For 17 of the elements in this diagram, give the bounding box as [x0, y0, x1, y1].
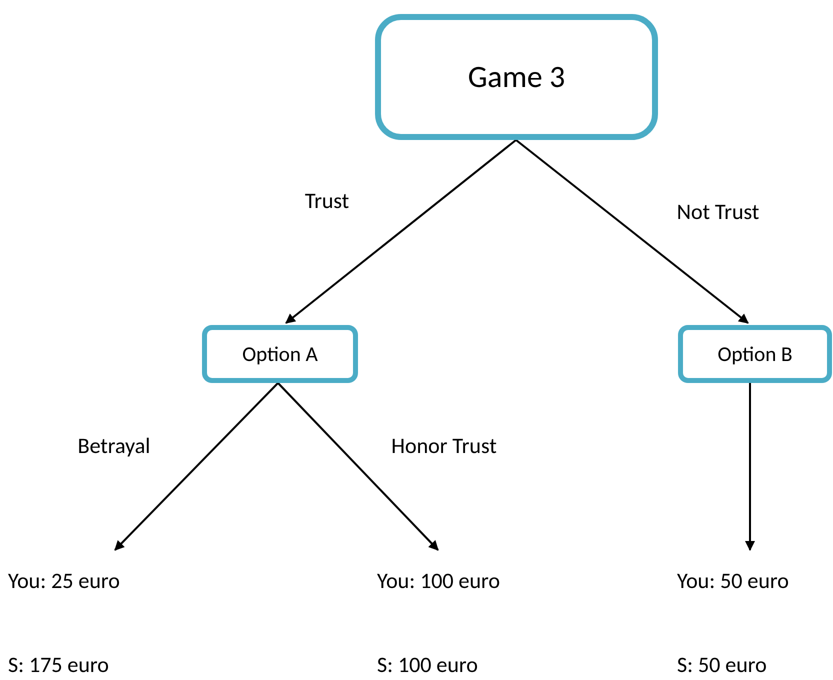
node-label: Option A	[242, 341, 318, 367]
payoff-text: S: 100 euro	[377, 652, 478, 678]
payoff-text: You: 50 euro	[677, 568, 789, 594]
payoff-text: S: 175 euro	[8, 652, 109, 678]
game-box	[375, 14, 658, 140]
arrow	[745, 383, 755, 551]
arrow	[114, 382, 279, 551]
payoff-text: S: 50 euro	[677, 652, 767, 678]
option-box	[678, 325, 832, 383]
payoff-text: You: 100 euro	[377, 568, 500, 594]
arrow	[515, 139, 749, 324]
node-label: Game 3	[468, 59, 566, 95]
arrow	[285, 139, 517, 324]
payoff-text: You: 25 euro	[8, 568, 120, 594]
arrow	[277, 382, 439, 551]
node-label: Option B	[718, 341, 792, 367]
option-box	[202, 325, 358, 383]
